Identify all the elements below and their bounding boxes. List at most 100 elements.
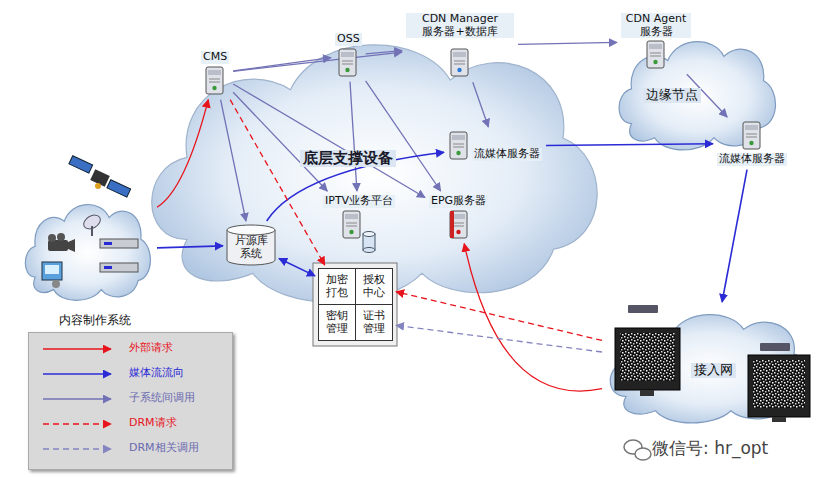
node-label: 流媒体服务器 <box>472 148 542 161</box>
connector <box>221 100 246 221</box>
media-file-icon-part <box>52 280 60 288</box>
cloud-shape-part <box>610 315 809 423</box>
node-label: 授权中心 <box>362 274 386 299</box>
connector <box>157 100 208 208</box>
connector <box>233 58 331 71</box>
video-camera-part <box>48 234 56 242</box>
server-icon <box>448 131 470 161</box>
node-label: IPTV业务平台 <box>323 195 395 208</box>
cylinder-shape-part <box>227 230 275 265</box>
table-cell: 密钥管理 <box>318 304 356 341</box>
server-icon <box>204 66 226 96</box>
tv-set-2-part <box>748 355 810 417</box>
server-icon-part <box>363 247 375 252</box>
server-icon-part <box>743 122 760 149</box>
node-label: 密钥管理 <box>325 310 349 335</box>
node-label: 边缘节点 <box>643 88 701 103</box>
server-icon-part <box>653 60 657 64</box>
legend-box: 外部请求媒体流流向子系统间调用 DRM请求DRM相关调用 <box>28 332 233 470</box>
cloud-region: 接入网 <box>605 305 815 427</box>
connector <box>233 84 425 197</box>
connector <box>230 100 325 265</box>
video-camera-part <box>57 233 65 241</box>
legend-line-sample <box>39 389 119 409</box>
legend-row: 媒体流流向 <box>29 364 232 389</box>
legend-line-sample <box>39 339 119 359</box>
tv-set-2-part <box>772 417 786 422</box>
satellite-part <box>107 180 131 197</box>
cloud-shape-part <box>619 42 775 150</box>
server-icon-part <box>453 222 464 223</box>
connector <box>366 81 441 191</box>
connector <box>350 82 357 191</box>
media-file-icon-part <box>45 265 59 274</box>
server-node: 流媒体服务器 <box>447 130 543 162</box>
node-label: OSS <box>335 33 362 46</box>
legend-line-sample-part <box>43 398 111 400</box>
legend-row: DRM请求 <box>29 414 232 439</box>
server-icon-part <box>746 134 757 135</box>
server-icon-part <box>209 78 220 79</box>
server-icon-part <box>746 137 757 138</box>
server-icon-part <box>454 64 465 65</box>
legend-line-sample-part <box>43 423 111 425</box>
table-cell: 证书管理 <box>355 304 393 341</box>
server-icon <box>449 48 471 78</box>
encoder-devices-part <box>100 263 138 272</box>
server-icon-part <box>450 211 467 238</box>
server-icon-part <box>346 222 357 223</box>
connector <box>157 246 223 248</box>
server-icon-part <box>343 211 360 238</box>
cloud-region: 内容制作系统 <box>22 196 154 304</box>
legend-text: 子系统间调用 <box>129 392 195 405</box>
server-icon-part <box>452 135 465 140</box>
node-label: 加密打包 <box>325 274 349 299</box>
server-icon <box>341 210 377 254</box>
connector <box>396 292 602 341</box>
legend-line-sample-part <box>43 448 111 450</box>
watermark-holder: 微信号: hr_opt <box>652 439 768 459</box>
media-file-icon-part <box>42 262 62 280</box>
legend-line-sample-part <box>43 373 111 375</box>
tv-set-1-part <box>620 333 675 381</box>
server-icon-part <box>453 144 464 145</box>
server-icon-part <box>650 53 661 54</box>
dish-antenna-part <box>91 226 93 236</box>
node-label: CMS <box>201 51 229 64</box>
server-icon-part <box>339 49 356 76</box>
legend-row: DRM相关调用 <box>29 439 232 464</box>
cloud-shape-part <box>152 45 597 302</box>
node-label: 流媒体服务器 <box>717 153 787 166</box>
satellite-part <box>95 183 101 189</box>
node-label: 底层支撑设备 <box>300 150 396 167</box>
server-icon-part <box>346 67 350 71</box>
tv-set-2 <box>748 343 810 422</box>
legend-line-sample <box>39 439 119 459</box>
wechat-icon <box>624 440 651 460</box>
connector <box>366 51 402 54</box>
satellite <box>69 156 131 197</box>
server-node: CMS <box>200 50 230 97</box>
legend-row: 外部请求 <box>29 339 232 364</box>
cloud-shape <box>22 196 154 304</box>
cloud-shape-part <box>25 205 150 301</box>
server-icon-part <box>649 44 662 49</box>
node-label: 证书管理 <box>362 310 386 335</box>
server-icon-part <box>206 67 223 94</box>
server-icon-part <box>208 70 221 75</box>
server-node: 流媒体服务器 <box>716 120 788 167</box>
encoder-devices-part <box>104 266 112 269</box>
cloud-region: 边缘节点CDN Agent 服务器流媒体服务器 <box>615 32 780 154</box>
server-node: OSS <box>334 32 363 79</box>
server-icon <box>741 121 763 151</box>
server-icon-part <box>342 60 353 61</box>
server-icon-part <box>451 49 468 76</box>
legend-line-sample <box>39 414 119 434</box>
connector <box>518 42 617 44</box>
node-label: 内容制作系统 <box>56 314 134 328</box>
server-icon-part <box>454 61 465 62</box>
satellite-part <box>69 156 93 173</box>
video-camera <box>48 233 75 252</box>
database-cylinder: 片源库系统 <box>226 224 276 266</box>
